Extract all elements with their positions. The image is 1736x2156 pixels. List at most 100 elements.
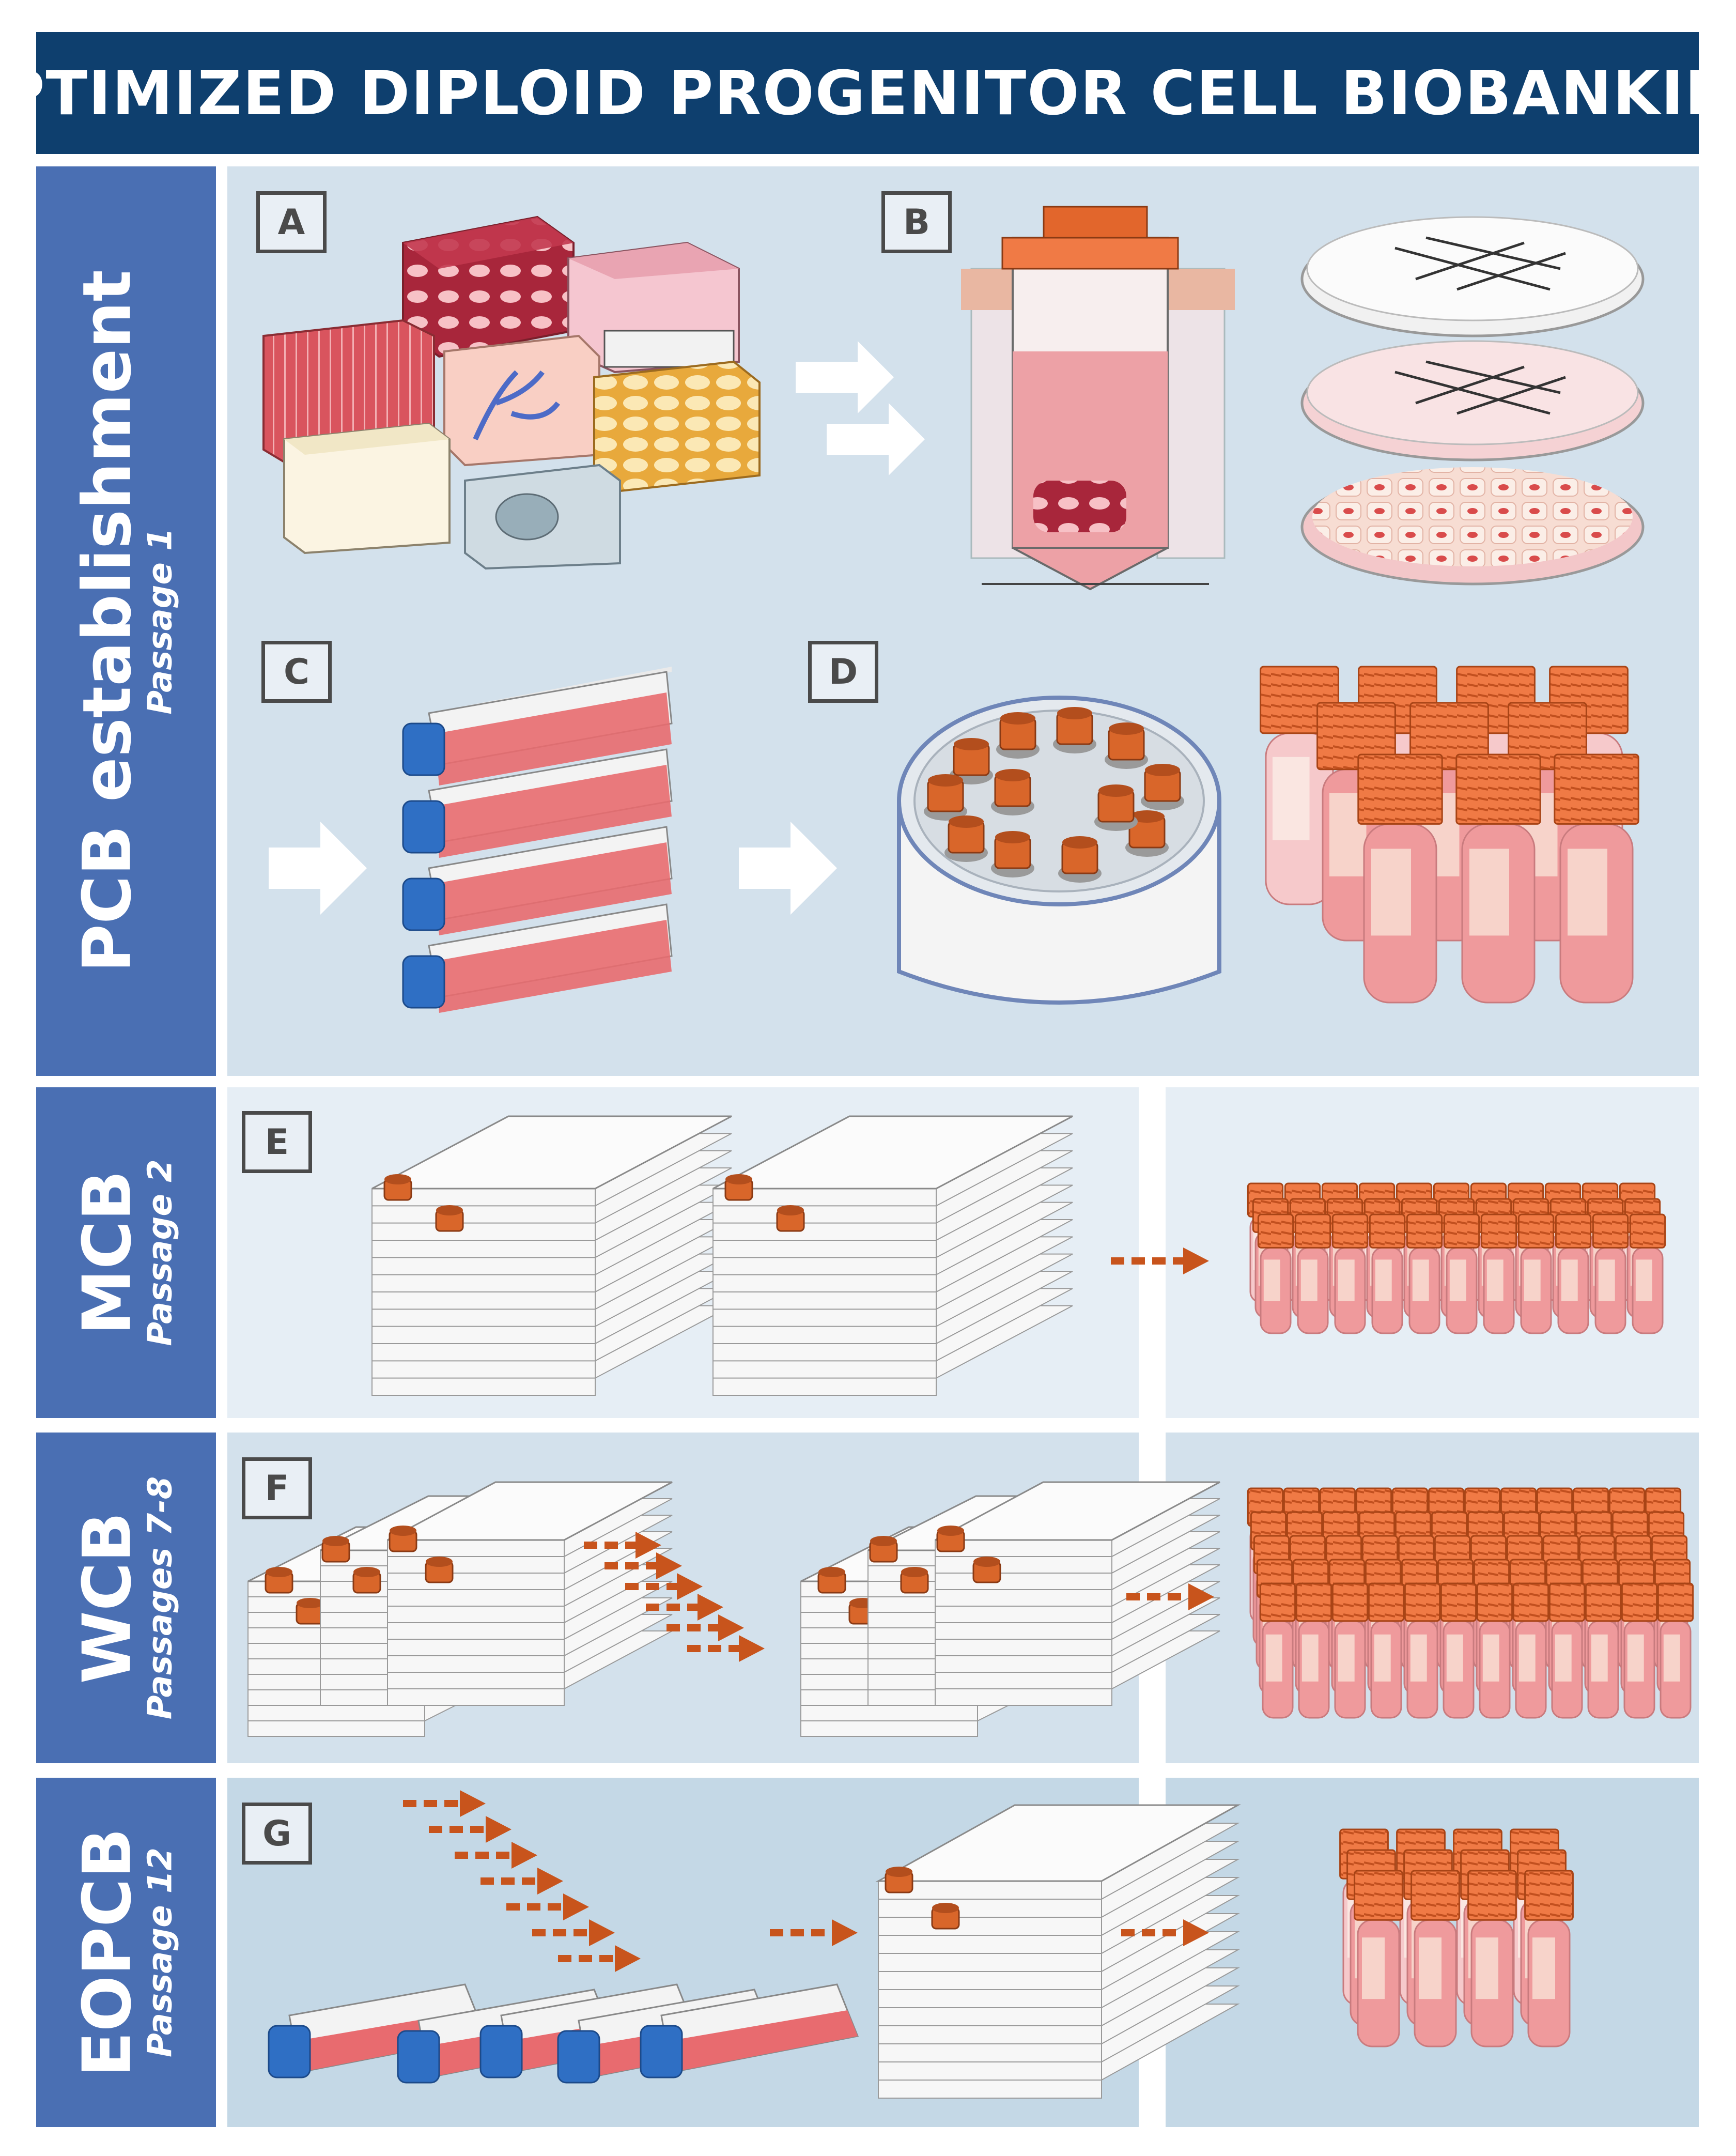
cryovial-cap bbox=[1554, 753, 1639, 825]
dotted-arrow-head bbox=[656, 1552, 682, 1579]
cryovial-label bbox=[1446, 1634, 1463, 1682]
cryovial-cap bbox=[1368, 1582, 1405, 1622]
dotted-arrow-dash bbox=[811, 1929, 825, 1936]
cryovial-cap bbox=[1585, 1582, 1622, 1622]
cryovial-label bbox=[1412, 1259, 1429, 1301]
stack-cap-top bbox=[973, 1557, 1000, 1567]
step-label-g: G bbox=[242, 1803, 312, 1865]
dotted-arrow-dash bbox=[729, 1645, 742, 1652]
cryovial-label bbox=[1568, 849, 1607, 936]
stack-top bbox=[875, 1804, 1241, 1882]
container-cap-top bbox=[1129, 810, 1165, 823]
centrifuge-tubes-illustration bbox=[961, 206, 1235, 591]
dotted-arrow-dash bbox=[444, 1800, 458, 1807]
dotted-arrow-dash bbox=[429, 1826, 442, 1833]
cryovial-label bbox=[1375, 1259, 1392, 1301]
cryovial-cap bbox=[1440, 1582, 1477, 1622]
flask-g-cap bbox=[397, 2030, 440, 2084]
container-cap-top bbox=[1145, 764, 1180, 776]
cryovial-cap bbox=[1411, 1870, 1460, 1921]
cryovial-cap bbox=[1555, 1213, 1592, 1249]
cryovial-label bbox=[1410, 1634, 1427, 1682]
cryovial-cap bbox=[1657, 1582, 1694, 1622]
cryovial-cap bbox=[1257, 1213, 1294, 1249]
arrow-a-to-b bbox=[796, 341, 925, 475]
flask-2 bbox=[402, 748, 673, 858]
container-cap-top bbox=[949, 815, 984, 828]
dotted-arrow-head bbox=[698, 1594, 723, 1621]
dotted-arrow-dash bbox=[532, 1929, 546, 1936]
arrow-into-c bbox=[269, 822, 367, 915]
dotted-arrow-dash bbox=[667, 1604, 680, 1611]
cryovial-label bbox=[1663, 1634, 1680, 1682]
stack-cap-top bbox=[932, 1903, 959, 1913]
container-cap-top bbox=[928, 774, 963, 787]
flasks-g-group bbox=[268, 1983, 859, 2084]
cryovial-cap bbox=[1592, 1213, 1629, 1249]
dotted-arrow-dash bbox=[791, 1929, 804, 1936]
dotted-arrow-head bbox=[1183, 1919, 1209, 1946]
container-cap-top bbox=[954, 738, 989, 750]
cryovial-cap bbox=[1524, 1870, 1574, 1921]
dotted-arrow-dash bbox=[625, 1542, 639, 1549]
cryovial-label bbox=[1591, 1634, 1608, 1682]
step-label-d: D bbox=[808, 641, 878, 703]
dotted-arrow-dash bbox=[708, 1624, 721, 1631]
cell-stacks-f-group bbox=[247, 1481, 1220, 1737]
flask-4 bbox=[402, 903, 673, 1013]
cryovial-cap bbox=[1406, 1213, 1443, 1249]
dotted-arrow-dash bbox=[1126, 1593, 1140, 1600]
flask-g-cap bbox=[640, 2025, 683, 2078]
cryovial-label bbox=[1555, 1634, 1572, 1682]
cryovial-cap bbox=[1404, 1582, 1441, 1622]
dotted-arrow-head bbox=[589, 1919, 615, 1946]
dotted-arrow-dash bbox=[455, 1852, 468, 1859]
dotted-arrow-dash bbox=[548, 1903, 561, 1911]
step-label-a: A bbox=[256, 191, 327, 253]
flask-g-cap bbox=[479, 2025, 523, 2078]
dotted-arrow-dash bbox=[1132, 1257, 1145, 1265]
cryovial-label bbox=[1338, 1634, 1355, 1682]
cryovial-cap bbox=[1331, 1213, 1369, 1249]
stack-top bbox=[712, 1115, 1073, 1190]
vials-mcb-group bbox=[1247, 1182, 1666, 1334]
dotted-arrow-dash bbox=[424, 1800, 437, 1807]
stacked-flasks-illustration bbox=[402, 667, 673, 1013]
dotted-arrow-dash bbox=[470, 1826, 484, 1833]
dotted-arrow-dash bbox=[687, 1645, 701, 1652]
dotted-arrow-dash bbox=[553, 1929, 566, 1936]
step-label-b: B bbox=[881, 191, 952, 253]
dotted-arrow-dash bbox=[1142, 1929, 1155, 1936]
dotted-arrow-dash bbox=[687, 1604, 701, 1611]
dotted-arrow-dash bbox=[1173, 1257, 1186, 1265]
cryovial-cap bbox=[1259, 1582, 1296, 1622]
cryovial-label bbox=[1627, 1634, 1644, 1682]
flask-g-medium bbox=[667, 2010, 858, 2072]
vials-d-group bbox=[1260, 666, 1639, 1004]
cryovial-cap bbox=[1295, 1582, 1332, 1622]
dotted-arrow-dash bbox=[496, 1852, 509, 1859]
row-label-pcb: PCB establishment Passage 1 bbox=[36, 166, 216, 1076]
row-label-mcb: MCB Passage 2 bbox=[36, 1087, 216, 1418]
row-label-wcb: WCB Passages 7-8 bbox=[36, 1433, 216, 1763]
page-title: OPTIMIZED DIPLOID PROGENITOR CELL BIOBAN… bbox=[0, 57, 1736, 129]
dotted-arrow-head bbox=[460, 1790, 486, 1817]
dotted-arrow-dash bbox=[646, 1583, 659, 1590]
dotted-arrow-dash bbox=[599, 1955, 613, 1962]
dotted-arrow-head bbox=[636, 1532, 661, 1559]
cryovial-label bbox=[1486, 1259, 1504, 1301]
cryovial-cap bbox=[1316, 702, 1396, 771]
cryovial-cap bbox=[1621, 1582, 1658, 1622]
dotted-arrow-dash bbox=[579, 1955, 592, 1962]
cryovial-label bbox=[1371, 849, 1411, 936]
stack-cap-top bbox=[886, 1867, 912, 1877]
dotted-arrow-head bbox=[832, 1919, 858, 1946]
step-label-e: E bbox=[242, 1111, 312, 1173]
dotted-arrow-dash bbox=[574, 1929, 587, 1936]
cryovial-cap bbox=[1357, 753, 1443, 825]
cryovial-label bbox=[1419, 1937, 1442, 1999]
cryovial-cap bbox=[1476, 1582, 1513, 1622]
flask-1 bbox=[402, 671, 673, 786]
container-cap-top bbox=[995, 831, 1030, 843]
stack-top bbox=[387, 1481, 673, 1541]
